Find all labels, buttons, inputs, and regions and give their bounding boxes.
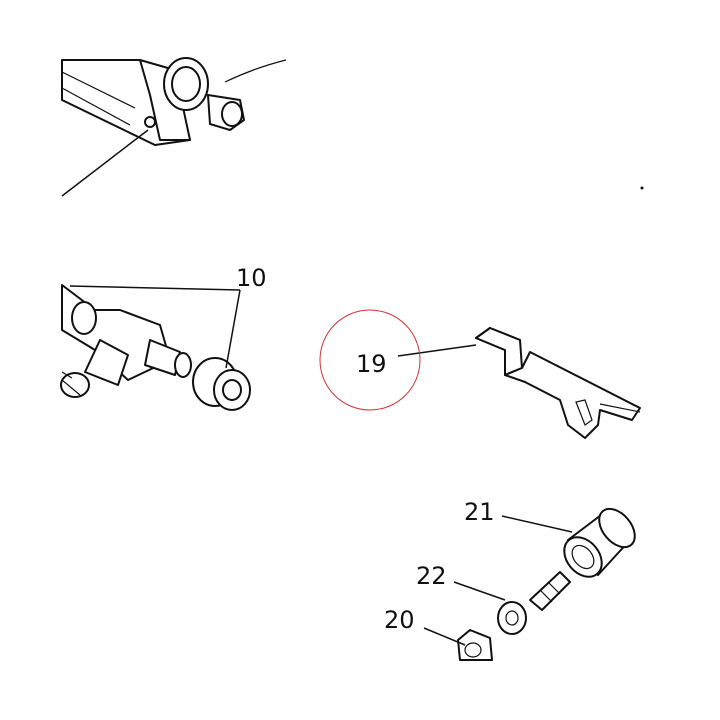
part-21-bushing (563, 507, 636, 578)
highlight-circle-19 (319, 309, 421, 411)
part-22-bolt (497, 571, 571, 635)
leader-19 (397, 344, 477, 357)
callout-21: 21 (464, 498, 495, 526)
tee-fitting-assembly (60, 284, 251, 411)
part-19-bracket (475, 327, 641, 439)
leader-20 (423, 627, 466, 646)
leader-21 (501, 515, 573, 533)
callout-19: 19 (356, 350, 387, 378)
stray-dot (640, 186, 644, 190)
part-20-nut (457, 629, 493, 661)
callout-22: 22 (416, 562, 447, 590)
callout-20: 20 (384, 606, 415, 634)
bracket-assembly (61, 57, 287, 197)
leader-22 (453, 581, 506, 601)
callout-10: 10 (236, 264, 267, 292)
